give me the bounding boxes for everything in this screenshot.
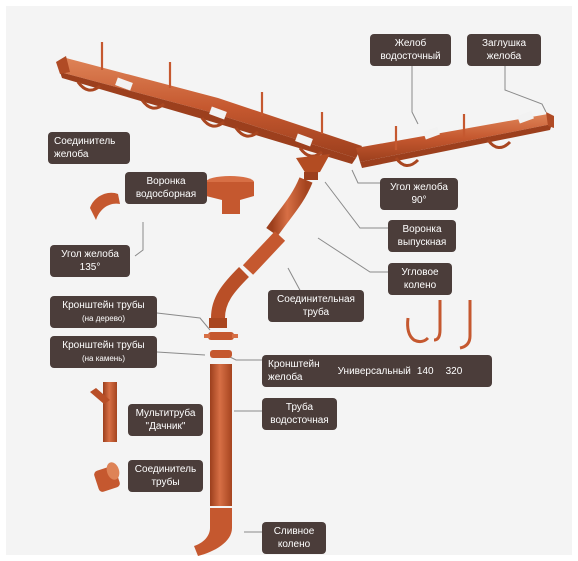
leader-outlet-funnel	[324, 181, 388, 229]
pipe-bracket-wood-shape	[204, 332, 238, 340]
label-end-cap: Заглушка желоба	[467, 34, 541, 66]
collector-funnel-shape	[206, 176, 254, 214]
leader-gutter	[411, 66, 419, 125]
main-drain-pipe	[210, 364, 232, 506]
gutter-left-run	[56, 42, 362, 164]
diagonal-pipes	[209, 177, 313, 328]
label-drain-pipe: Труба водосточная	[262, 398, 337, 430]
label-pipe-connector: Соединитель трубы	[128, 460, 203, 492]
multi-pipe-shape	[90, 382, 117, 442]
gutter-brackets-shape	[406, 300, 472, 350]
leader-connecting-pipe	[287, 267, 303, 295]
gutter-bracket-size-140: 140	[416, 365, 434, 377]
label-elbow: Угловое колено	[388, 263, 452, 295]
drain-elbow-shape	[194, 508, 232, 556]
leader-corner-135	[134, 222, 144, 257]
label-corner-135: Угол желоба 135°	[50, 245, 130, 277]
diagram-background	[6, 6, 572, 555]
gutter-bracket-size-320: 320	[445, 365, 463, 377]
label-gutter: Желоб водосточный	[370, 34, 451, 66]
label-pipe-bracket-stone: Кронштейн трубы (на камень)	[50, 336, 157, 368]
leader-elbow	[317, 237, 388, 273]
pipe-bracket-stone-shape	[210, 350, 232, 358]
label-gutter-bracket: Кронштейн желоба Универсальный 140 320	[262, 355, 492, 387]
label-gutter-connector: Соединитель желоба	[48, 132, 130, 164]
label-connecting-pipe: Соединительная труба	[268, 290, 364, 322]
leader-corner-90	[351, 169, 380, 184]
leader-bracket-stone	[156, 351, 206, 356]
leader-bracket-wood	[156, 312, 211, 331]
outlet-funnel-shape	[296, 154, 330, 174]
label-collector-funnel: Воронка водосборная	[125, 172, 207, 204]
gutter-connector-shape	[90, 192, 120, 220]
leader-end-cap	[504, 66, 547, 113]
label-drain-elbow: Сливное колено	[262, 522, 326, 554]
label-pipe-bracket-wood: Кронштейн трубы (на дерево)	[50, 296, 157, 328]
label-outlet-funnel: Воронка выпускная	[388, 220, 456, 252]
pipe-connector-shape	[94, 462, 120, 492]
label-multi-pipe: Мультитруба "Дачник"	[128, 404, 203, 436]
gutter-bracket-variant: Универсальный	[337, 365, 411, 377]
gutter-right-run	[356, 110, 554, 168]
outlet-funnel-neck	[304, 172, 318, 180]
label-corner-90: Угол желоба 90°	[380, 178, 458, 210]
